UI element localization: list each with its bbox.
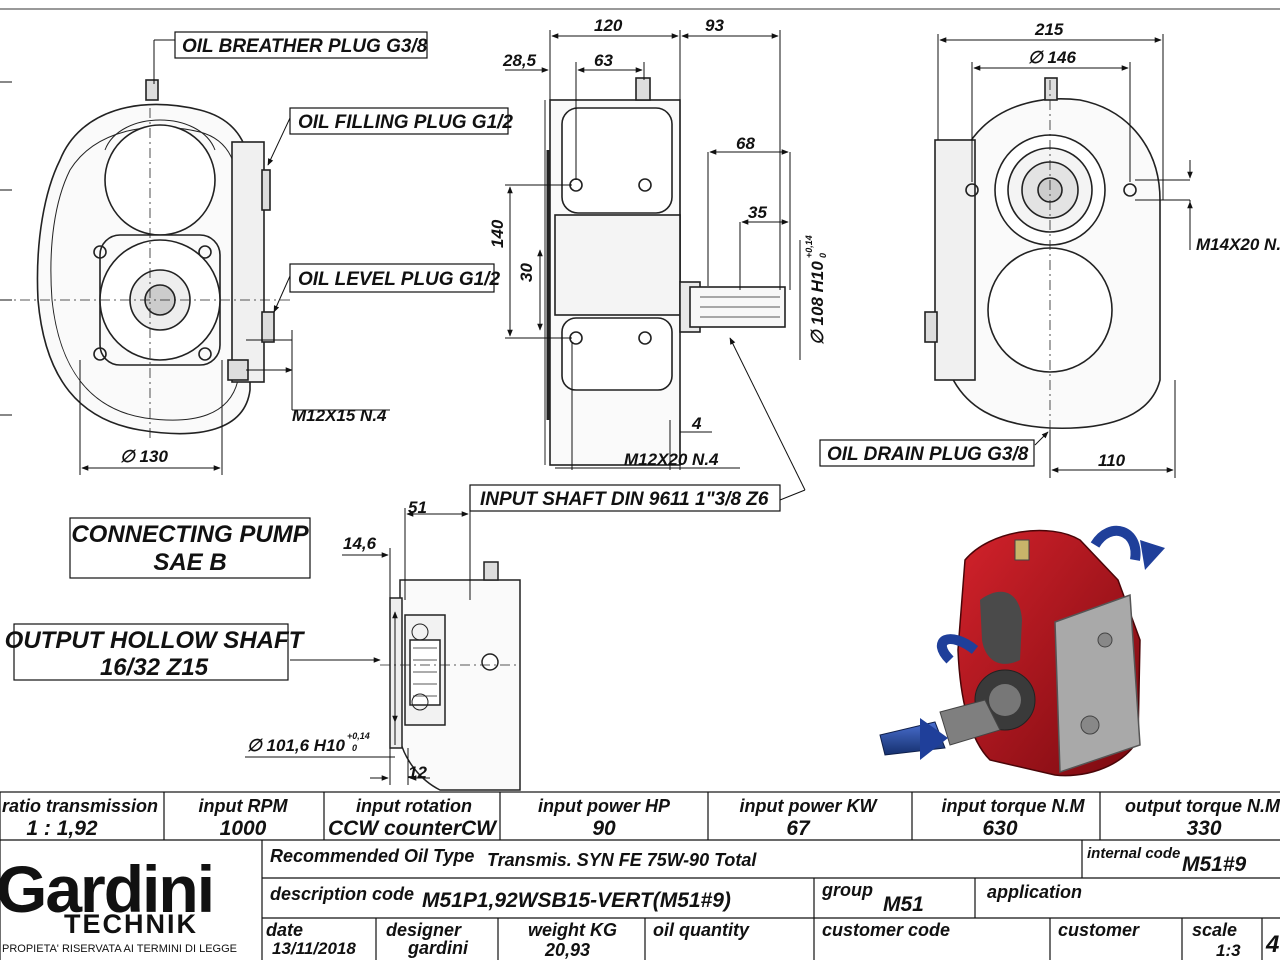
gearbox-3d-render (879, 525, 1165, 777)
dim-m14x20: M14X20 N.4 (1196, 235, 1280, 254)
dim-35: 35 (748, 203, 767, 222)
connecting-pump-sae: SAE B (153, 549, 226, 576)
cell-label-rpm: input RPM (199, 796, 289, 816)
cell-value-rpm: 1000 (220, 817, 267, 840)
dim-93: 93 (705, 16, 724, 35)
front-view-dims (0, 39, 390, 475)
drain-plug-label: OIL DRAIN PLUG G3/8 (827, 444, 1029, 465)
internal-code-value: M51#9 (1182, 853, 1247, 876)
description-label: description code (270, 884, 414, 904)
tol-101-upper: +0,14 (347, 731, 370, 741)
logo-technik: TECHNIK (64, 909, 198, 939)
weight-value: 20,93 (544, 940, 590, 960)
weight-label: weight KG (528, 920, 617, 940)
side-view-dims (505, 30, 806, 501)
scale-label: scale (1192, 920, 1237, 940)
date-label: date (266, 920, 303, 940)
dim-68: 68 (736, 134, 755, 153)
customer-label: customer (1058, 920, 1140, 940)
tol-108-upper: +0,14 (804, 235, 814, 258)
cell-label-rotation: input rotation (356, 796, 472, 816)
description-value: M51P1,92WSB15-VERT(M51#9) (422, 889, 731, 912)
logo-tagline: PROPIETA' RISERVATA AI TERMINI DI LEGGE (2, 943, 237, 955)
rear-view (924, 77, 1161, 440)
cell-value-output-torque: 330 (1186, 817, 1221, 840)
tol-108-lower: 0 (818, 253, 828, 258)
dim-m12x15: M12X15 N.4 (292, 406, 387, 425)
input-shaft-label: INPUT SHAFT DIN 9611 1"3/8 Z6 (480, 489, 769, 510)
dim-110: 110 (1098, 451, 1126, 470)
cell-label-hp: input power HP (538, 796, 671, 816)
dim-51: 51 (408, 498, 427, 517)
dim-14-6: 14,6 (343, 534, 377, 553)
dim-215: 215 (1034, 20, 1064, 39)
section-view-dims (245, 508, 471, 785)
gardini-technik-logo: Gardini TECHNIK PROPIETA' RISERVATA AI T… (0, 852, 237, 955)
title-block (0, 791, 1280, 960)
output-hollow-shaft-label: OUTPUT HOLLOW SHAFT (5, 627, 306, 654)
designer-value: gardini (407, 938, 469, 958)
level-plug-label: OIL LEVEL PLUG G1/2 (298, 269, 500, 290)
rear-view-dims (937, 34, 1193, 478)
cell-label-output-torque: output torque N.M (1125, 796, 1280, 816)
dim-28-5: 28,5 (502, 51, 537, 70)
section-view (380, 561, 521, 791)
filling-plug-label: OIL FILLING PLUG G1/2 (298, 112, 513, 133)
dim-108: ∅ 108 H10 (808, 261, 827, 345)
cell-value-kw: 67 (786, 817, 811, 840)
group-value: M51 (883, 893, 924, 916)
date-value: 13/11/2018 (272, 939, 356, 958)
application-label: application (987, 882, 1082, 902)
dim-30: 30 (517, 263, 536, 282)
dim-m12x20: M12X20 N.4 (624, 450, 719, 469)
cell-value-input-torque: 630 (982, 817, 1017, 840)
designer-label: designer (386, 920, 462, 940)
sheet-number: 4 (1265, 931, 1279, 958)
cell-label-ratio: ratio transmission (2, 796, 158, 816)
dim-12: 12 (408, 763, 427, 782)
cell-value-hp: 90 (592, 817, 616, 840)
internal-code-label: internal code (1087, 845, 1180, 862)
dim-101-6: ∅ 101,6 H10 (247, 736, 346, 755)
cell-value-rotation: CCW counterCW (328, 817, 498, 840)
cell-value-ratio: 1 : 1,92 (26, 817, 98, 840)
dim-120: 120 (594, 16, 623, 35)
breather-plug-label: OIL BREATHER PLUG G3/8 (182, 36, 428, 57)
sheet-top-border (0, 8, 1280, 10)
callout-boxes (13, 31, 1035, 681)
dim-140: 140 (488, 219, 507, 248)
dim-146: ∅ 146 (1028, 48, 1076, 67)
scale-value: 1:3 (1216, 941, 1241, 960)
cell-label-input-torque: input torque N.M (942, 796, 1086, 816)
customer-code-label: customer code (822, 920, 950, 940)
group-label: group (821, 880, 873, 900)
dim-63: 63 (594, 51, 613, 70)
logo-gardini: Gardini (0, 852, 213, 926)
dim-130: ∅ 130 (120, 447, 168, 466)
output-hollow-shaft-spec: 16/32 Z15 (100, 654, 209, 681)
oil-quantity-label: oil quantity (653, 920, 750, 940)
dim-4: 4 (691, 414, 702, 433)
front-view (0, 79, 290, 440)
oil-type-value: Transmis. SYN FE 75W-90 Total (487, 850, 757, 870)
connecting-pump-label: CONNECTING PUMP (71, 521, 309, 548)
oil-type-label: Recommended Oil Type (270, 846, 474, 866)
cell-label-kw: input power KW (740, 796, 879, 816)
tol-101-lower: 0 (352, 743, 357, 753)
